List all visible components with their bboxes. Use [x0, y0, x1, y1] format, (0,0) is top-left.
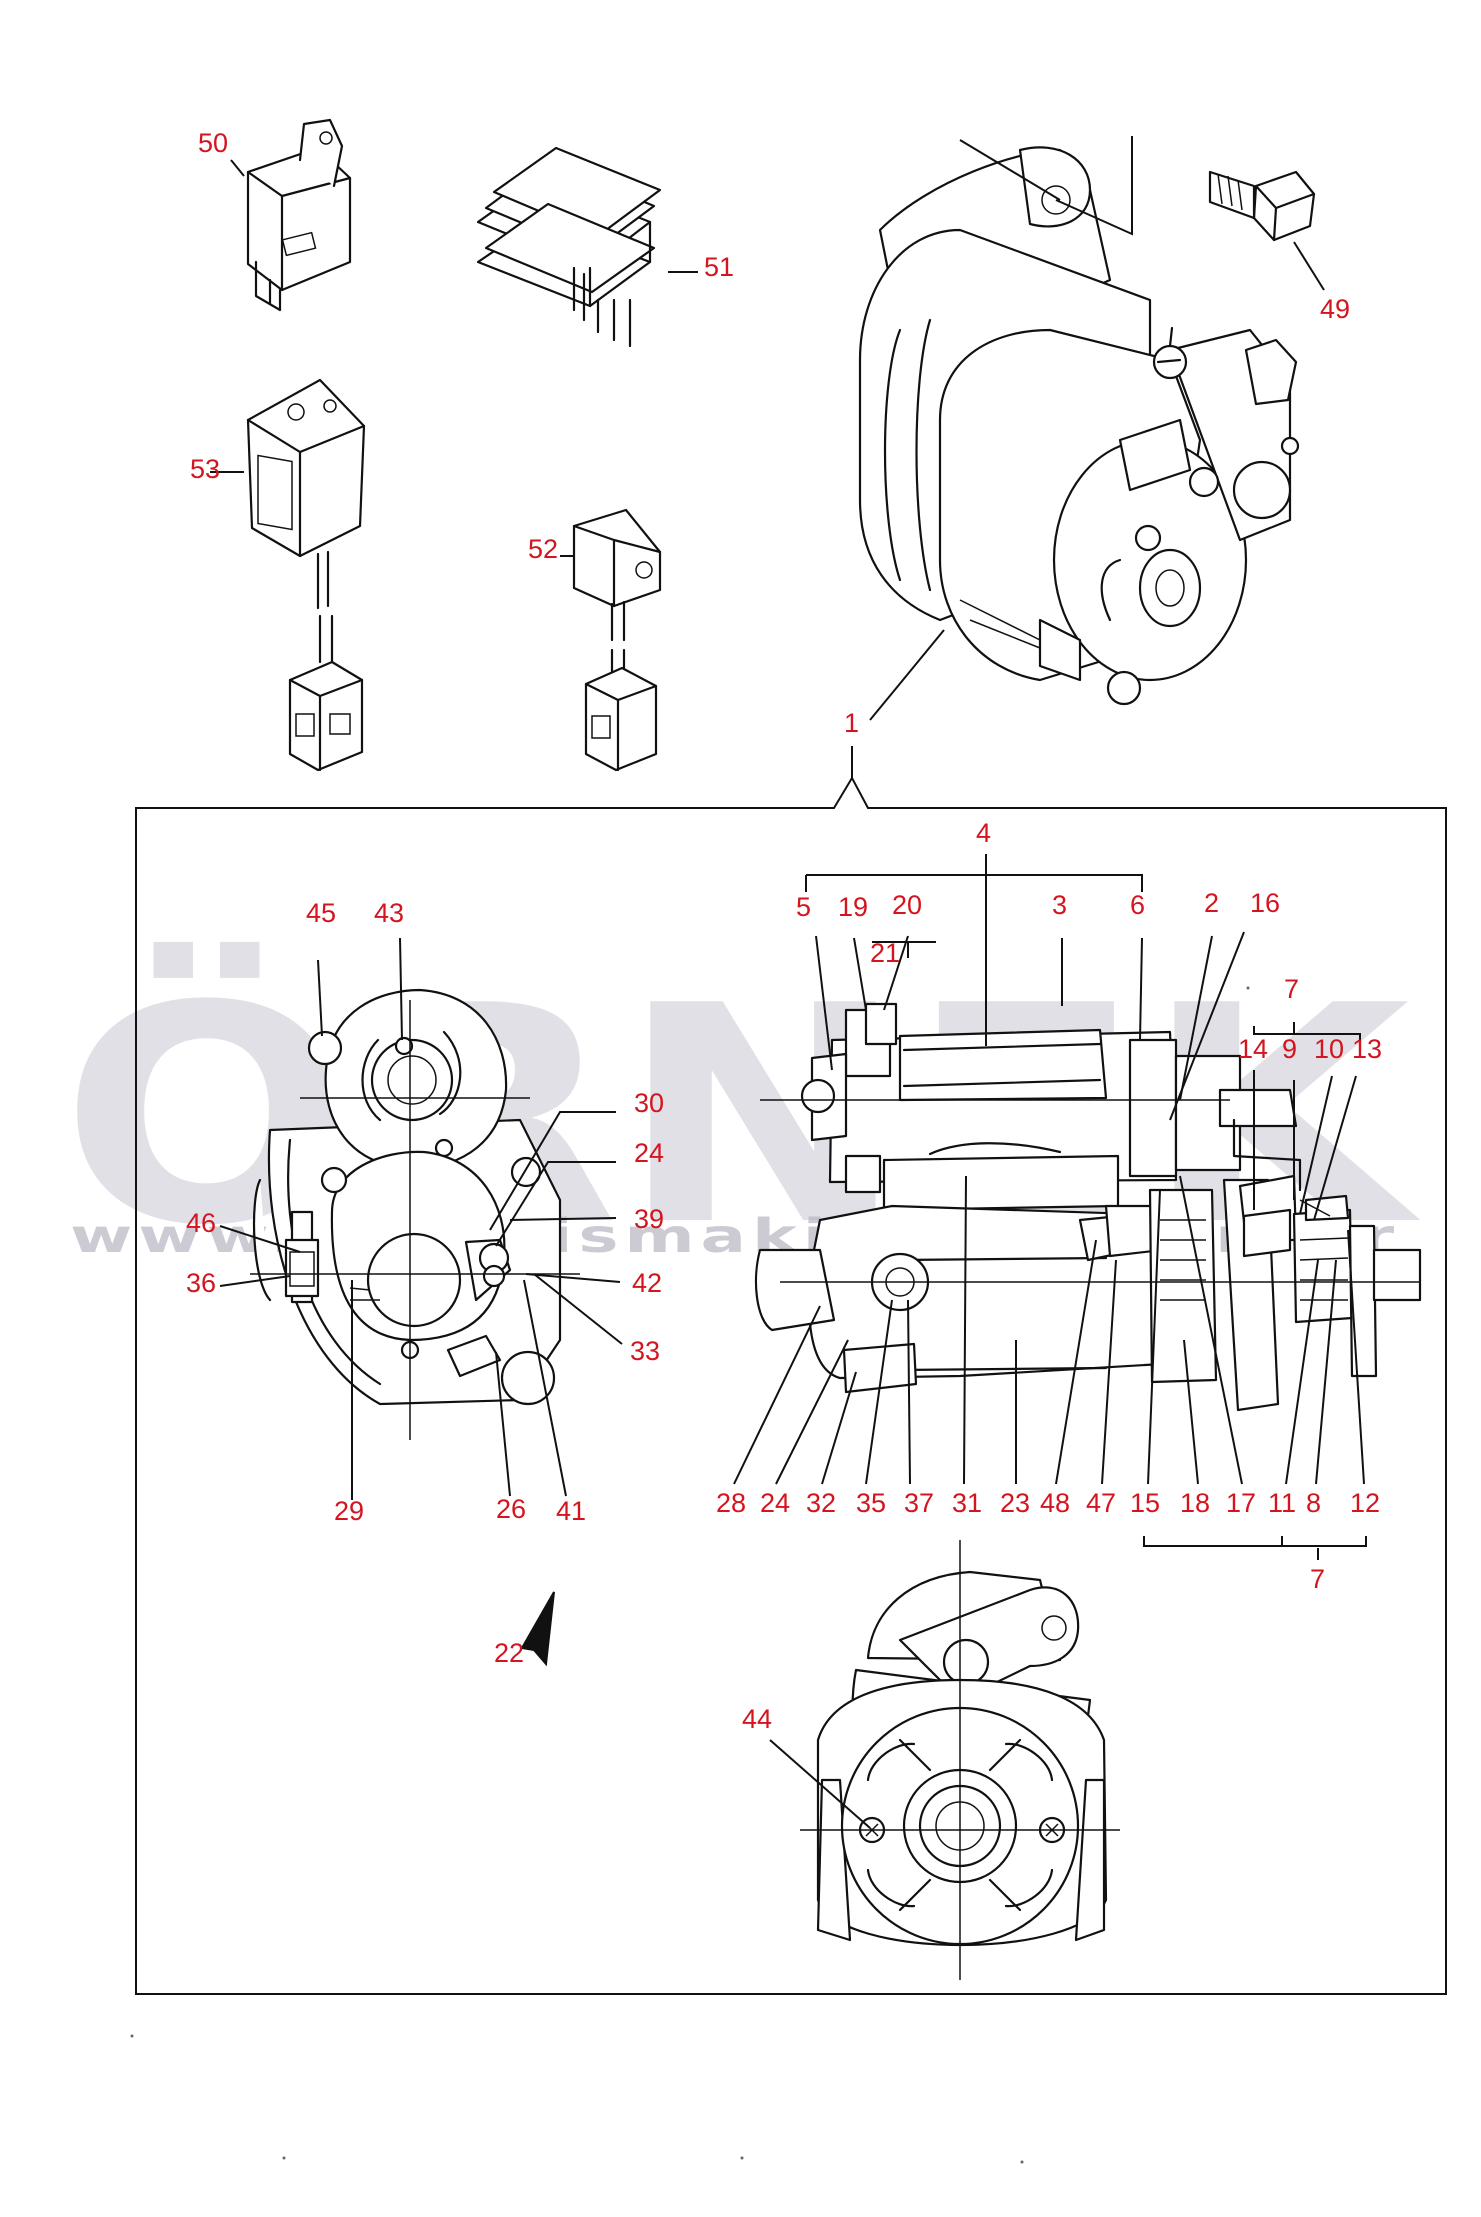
callout-23: 23: [1000, 1488, 1030, 1518]
callout-45: 45: [306, 898, 336, 928]
callout-50: 50: [198, 128, 228, 158]
callout-6: 6: [1130, 890, 1145, 920]
callout-24-top: 24: [634, 1138, 664, 1168]
callout-9: 9: [1282, 1034, 1297, 1064]
callout-43: 43: [374, 898, 404, 928]
callout-48: 48: [1040, 1488, 1070, 1518]
callout-30: 30: [634, 1088, 664, 1118]
callout-26: 26: [496, 1494, 526, 1524]
module-part-53: [246, 378, 366, 772]
callout-14: 14: [1238, 1034, 1268, 1064]
callout-32: 32: [806, 1488, 836, 1518]
callout-labels: 50 51 53 52 49 1 4 5 19 20 3 6 2 16 21 7…: [186, 128, 1382, 1734]
callout-36: 36: [186, 1268, 216, 1298]
callout-3: 3: [1052, 890, 1067, 920]
leader-lines-top: [210, 136, 1325, 778]
callout-11: 11: [1268, 1488, 1296, 1518]
callout-18: 18: [1180, 1488, 1210, 1518]
callout-46: 46: [186, 1208, 216, 1238]
callout-31: 31: [952, 1488, 982, 1518]
callout-44: 44: [742, 1704, 772, 1734]
callout-17: 17: [1226, 1488, 1256, 1518]
callout-7-bottom: 7: [1310, 1564, 1325, 1594]
callout-51: 51: [704, 252, 734, 282]
bolt-part-49: [1208, 170, 1316, 242]
callout-7-top: 7: [1284, 974, 1299, 1004]
callout-37: 37: [904, 1488, 934, 1518]
callout-42: 42: [632, 1268, 662, 1298]
callout-20: 20: [892, 890, 922, 920]
callout-8: 8: [1306, 1488, 1321, 1518]
rectifier-part-51: [476, 146, 662, 348]
callout-29: 29: [334, 1496, 364, 1526]
starter-motor-assembly: [858, 146, 1300, 706]
leader-44: [769, 1739, 871, 1829]
detail-frame: [135, 775, 1447, 1995]
callout-35: 35: [856, 1488, 886, 1518]
callout-15: 15: [1130, 1488, 1160, 1518]
callout-5: 5: [796, 892, 811, 922]
callout-22: 22: [494, 1638, 524, 1668]
end-view-left: [250, 988, 580, 1440]
callout-12: 12: [1350, 1488, 1380, 1518]
callout-4: 4: [976, 818, 991, 848]
leader-lines-section: [733, 854, 1367, 1560]
callout-13: 13: [1352, 1034, 1382, 1064]
callout-2: 2: [1204, 888, 1219, 918]
callout-49: 49: [1320, 294, 1350, 324]
relay-part-50: [246, 118, 352, 312]
callout-52: 52: [528, 534, 558, 564]
callout-24-bottom: 24: [760, 1488, 790, 1518]
callout-19: 19: [838, 892, 868, 922]
view-direction-arrow: [520, 1591, 555, 1667]
sensor-part-52: [572, 508, 662, 772]
callout-53: 53: [190, 454, 220, 484]
leader-lines-left: [219, 937, 623, 1500]
cross-section: [754, 1002, 1422, 1412]
callout-16: 16: [1250, 888, 1280, 918]
front-view-bottom: [800, 1540, 1120, 1980]
callout-21: 21: [870, 938, 900, 968]
callout-47: 47: [1086, 1488, 1116, 1518]
callout-39: 39: [634, 1204, 664, 1234]
callout-41: 41: [556, 1496, 586, 1526]
stray-dots: [130, 986, 1250, 2164]
callout-28: 28: [716, 1488, 746, 1518]
callout-10: 10: [1314, 1034, 1344, 1064]
callout-1: 1: [844, 708, 859, 738]
callout-33: 33: [630, 1336, 660, 1366]
